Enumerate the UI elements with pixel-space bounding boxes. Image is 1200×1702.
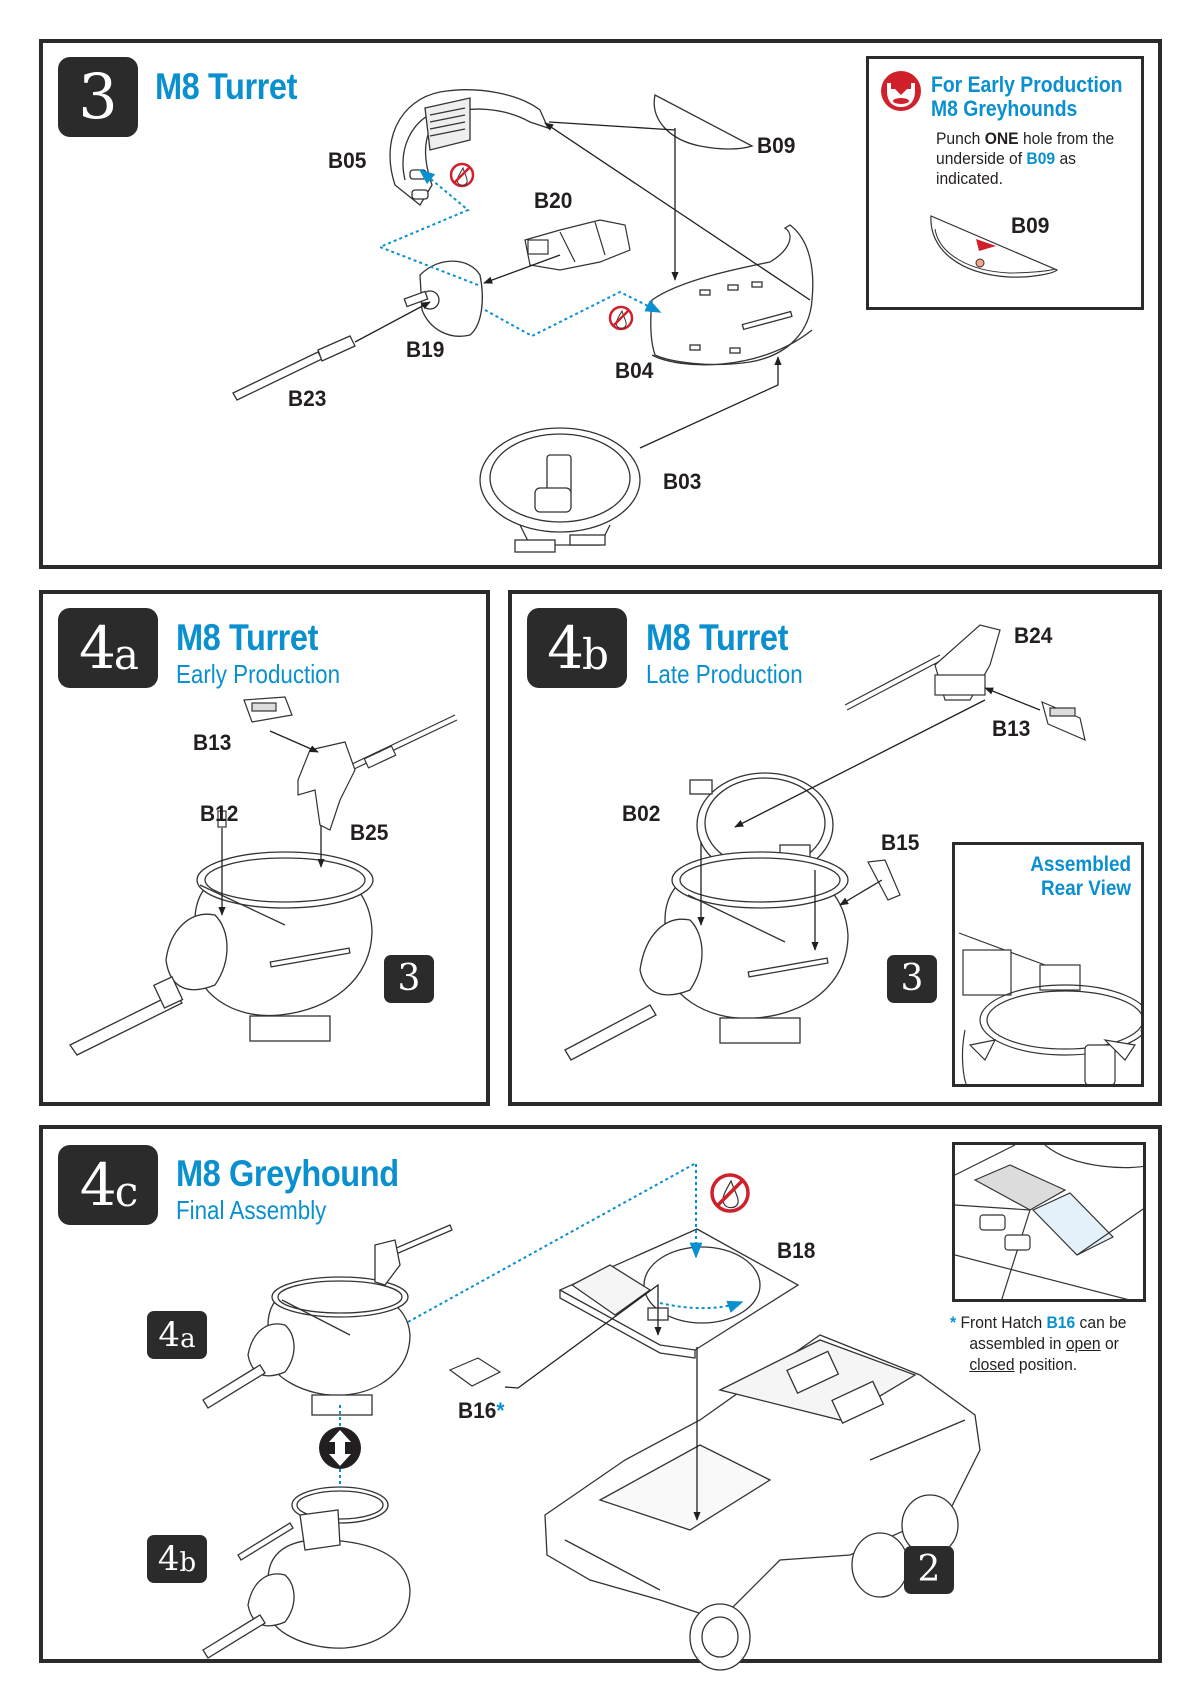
step-subtitle: Late Production — [646, 659, 803, 689]
text: position. — [1014, 1355, 1078, 1374]
part-label: B19 — [406, 337, 445, 362]
info-title: For Early Production M8 Greyhounds — [931, 73, 1122, 121]
text: as — [1055, 149, 1076, 168]
rear-view-drawing — [958, 932, 1141, 1084]
step-title: M8 Turret — [155, 66, 297, 107]
part-reference: B16 — [1046, 1313, 1076, 1332]
step-letter: a — [113, 630, 139, 679]
part-reference: B09 — [1026, 149, 1056, 168]
note-line: * Front Hatch B16 can be — [950, 1312, 1127, 1333]
step-letter: b — [179, 1548, 197, 1578]
asterisk: * — [950, 1313, 957, 1332]
part-label: B09 — [757, 133, 796, 158]
front-hatch-drawing — [955, 1145, 1143, 1299]
part-label: B18 — [777, 1238, 816, 1263]
part-label: B13 — [193, 730, 232, 755]
part-label: B13 — [992, 716, 1031, 741]
step-subtitle: Early Production — [176, 659, 341, 689]
step-number: 2 — [917, 1549, 941, 1590]
part-label: B23 — [288, 386, 327, 411]
inset-title-line: Rear View — [1040, 877, 1131, 900]
part-label: B03 — [663, 469, 702, 494]
part-label: B05 — [328, 148, 367, 173]
step-number-badge: 3 — [58, 57, 138, 137]
option-closed: closed — [969, 1355, 1015, 1374]
step-title: M8 Turret — [646, 617, 788, 658]
note-line: assembled in open or — [950, 1333, 1127, 1354]
info-body-line: underside of B09 as — [936, 149, 1114, 169]
part-label: B15 — [881, 830, 920, 855]
text: Punch — [936, 129, 985, 148]
emphasis: ONE — [984, 129, 1019, 148]
info-body: Punch ONE hole from the underside of B09… — [936, 129, 1114, 189]
info-body-line: Punch ONE hole from the — [936, 129, 1114, 149]
reference-step-badge: 2 — [904, 1546, 954, 1594]
step-number: 4 — [79, 1151, 117, 1219]
part-label: B02 — [622, 801, 661, 826]
step-letter: a — [180, 1324, 196, 1354]
step-subtitle: Final Assembly — [176, 1195, 327, 1225]
step-title: M8 Greyhound — [176, 1153, 399, 1194]
punch-hole-icon — [881, 71, 921, 111]
info-body-line: indicated. — [936, 169, 1003, 188]
step-number: 4 — [547, 614, 584, 682]
text: Front Hatch — [960, 1313, 1047, 1332]
asterisk: * — [496, 1398, 505, 1423]
part-label: B16* — [458, 1398, 504, 1424]
front-hatch-inset — [952, 1142, 1146, 1302]
text: assembled in — [969, 1334, 1066, 1353]
part-label: B24 — [1014, 623, 1053, 648]
b09-punch-diagram — [930, 215, 1059, 278]
text: hole from the — [1018, 129, 1115, 148]
info-title-line: For Early Production — [931, 72, 1123, 97]
inset-title-line: Assembled — [1030, 853, 1131, 876]
step-title: M8 Turret — [176, 617, 318, 658]
step-number: 3 — [397, 958, 421, 999]
part-number: B16 — [458, 1398, 497, 1423]
assembled-rear-view-inset: Assembled Rear View — [952, 842, 1144, 1087]
text: underside of — [936, 149, 1027, 168]
part-label: B04 — [615, 358, 654, 383]
step-number: 3 — [900, 958, 924, 999]
info-title-line: M8 Greyhounds — [931, 96, 1078, 121]
part-label: B25 — [350, 820, 389, 845]
part-label: B20 — [534, 188, 573, 213]
inset-title: Assembled Rear View — [1030, 853, 1131, 901]
part-label: B09 — [1011, 213, 1050, 238]
front-hatch-note: * Front Hatch B16 can be assembled in op… — [950, 1312, 1127, 1375]
reference-step-badge: 3 — [887, 955, 937, 1003]
note-line: closed position. — [950, 1354, 1127, 1375]
step-number: 4 — [79, 614, 116, 682]
step-number: 4 — [157, 1539, 180, 1579]
step-number: 3 — [78, 60, 118, 133]
text: can be — [1075, 1313, 1127, 1332]
reference-step-badge: 3 — [384, 955, 434, 1003]
option-open: open — [1065, 1334, 1101, 1353]
step-letter: c — [114, 1167, 138, 1216]
step-number: 4 — [158, 1315, 181, 1355]
step-letter: b — [582, 630, 609, 679]
early-production-info-box: For Early Production M8 Greyhounds Punch… — [866, 56, 1144, 310]
text: or — [1100, 1334, 1119, 1353]
part-label: B12 — [200, 801, 239, 826]
